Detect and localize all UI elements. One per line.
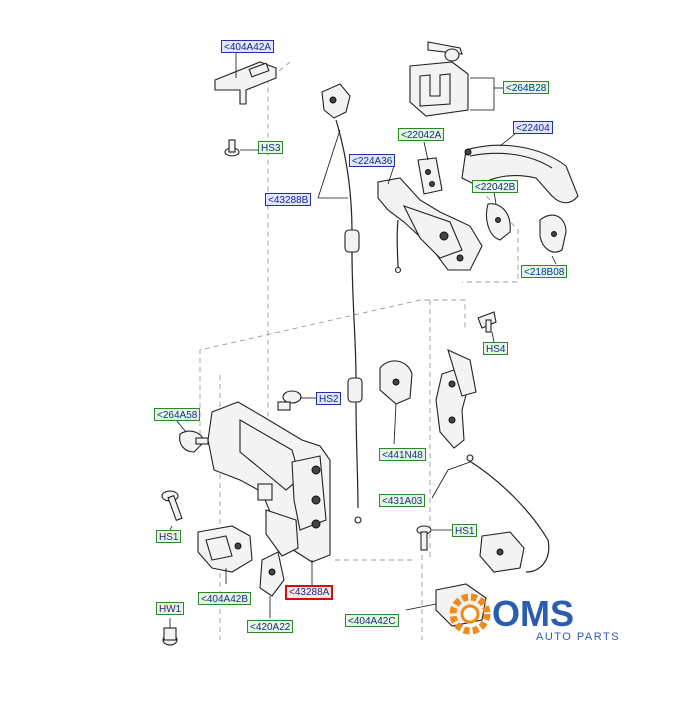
logo-brand: OMS: [492, 593, 574, 634]
bracket-404A42A: [214, 61, 277, 105]
label-HS1-right[interactable]: HS1: [452, 524, 478, 537]
label-218B08[interactable]: <218B08: [521, 265, 568, 278]
plate-420A22: [259, 551, 285, 597]
label-264B28[interactable]: <264B28: [503, 81, 550, 94]
screw-HS2: [277, 390, 302, 411]
screw-HS1-left: [161, 490, 183, 522]
lock-mechanism-224A36: [377, 177, 483, 274]
label-404A42C[interactable]: <404A42C: [345, 614, 399, 627]
latch-43288A: [207, 401, 331, 563]
screw-HS3: [224, 139, 240, 157]
label-404A42A[interactable]: <404A42A: [221, 40, 274, 53]
label-224A36[interactable]: <224A36: [349, 154, 396, 167]
oms-logo: OMS AUTO PARTS: [449, 593, 620, 643]
clip-264A58: [179, 430, 209, 453]
label-441N48[interactable]: <441N48: [379, 448, 426, 461]
gasket-22042B: [485, 203, 511, 241]
logo-tagline: AUTO PARTS: [536, 631, 620, 643]
label-22404[interactable]: <22404: [513, 121, 553, 134]
label-264A58[interactable]: <264A58: [154, 408, 201, 421]
clip-264B28: [409, 41, 469, 117]
label-22042B[interactable]: <22042B: [472, 180, 519, 193]
label-431A03[interactable]: <431A03: [379, 494, 426, 507]
handle-22404: [461, 144, 579, 204]
gasket-22042A: [417, 157, 443, 195]
label-43288A-highlighted[interactable]: <43288A: [285, 585, 334, 600]
lever-431A03: [435, 348, 550, 573]
bracket-404A42B: [197, 525, 253, 573]
label-404A42B[interactable]: <404A42B: [198, 592, 251, 605]
nut-HW1: [162, 627, 178, 646]
label-HS1-left[interactable]: HS1: [156, 530, 182, 543]
label-22042A[interactable]: <22042A: [398, 128, 445, 141]
cover-218B08: [539, 214, 567, 253]
label-HW1[interactable]: HW1: [156, 602, 185, 615]
label-HS3[interactable]: HS3: [258, 141, 284, 154]
label-43288B[interactable]: <43288B: [265, 193, 312, 206]
cable-43288B: [321, 83, 363, 524]
label-HS4[interactable]: HS4: [483, 342, 509, 355]
label-HS2[interactable]: HS2: [316, 392, 342, 405]
link-441N48: [379, 360, 413, 405]
label-420A22[interactable]: <420A22: [247, 620, 294, 633]
screw-HS4: [477, 311, 497, 333]
screw-HS1-right: [416, 525, 432, 551]
